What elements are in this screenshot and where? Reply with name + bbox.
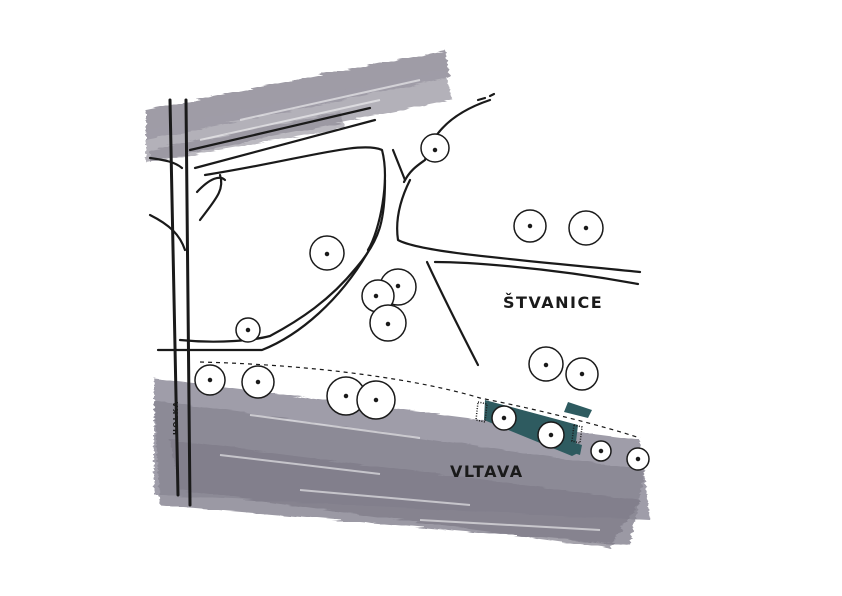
tree-icon [513, 209, 547, 243]
tree-icon [241, 365, 275, 399]
tree-icon [356, 380, 396, 420]
road-network [148, 92, 642, 367]
bridge-road [168, 98, 192, 507]
tree-icon [194, 364, 226, 396]
tree-icon [565, 357, 599, 391]
tree-icon [568, 210, 604, 246]
vltava-river [154, 378, 650, 548]
tree-icon [369, 304, 407, 342]
trees [194, 133, 650, 471]
tree-icon [528, 346, 564, 382]
river-label: VLTAVA [450, 462, 524, 481]
tree-icon [590, 440, 612, 462]
tree-icon [491, 405, 517, 431]
tree-icon [420, 133, 450, 163]
tree-icon [537, 421, 565, 449]
bridge-label: HOLKA [172, 400, 180, 435]
tree-icon [309, 235, 345, 271]
river-highlights [199, 79, 601, 531]
island-label: ŠTVANICE [503, 293, 603, 312]
tree-icon [235, 317, 261, 343]
tree-icon [626, 447, 650, 471]
dashed-path [199, 361, 641, 439]
